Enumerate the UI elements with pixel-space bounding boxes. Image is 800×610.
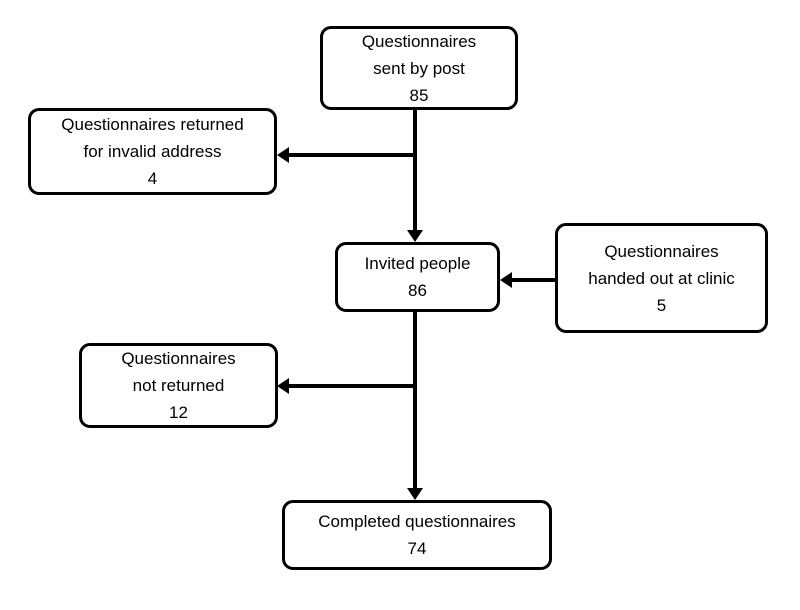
- arrowhead-down-icon: [407, 230, 423, 242]
- box-questionnaires-not-returned: Questionnaires not returned 12: [79, 343, 278, 428]
- connector-sent-to-invalid-line: [288, 153, 415, 157]
- connector-sent-to-invited-line: [413, 110, 417, 232]
- connector-invited-to-completed-line: [413, 312, 417, 489]
- arrowhead-left-icon: [277, 147, 289, 163]
- connector-clinic-to-invited-line: [511, 278, 555, 282]
- arrowhead-left-icon: [500, 272, 512, 288]
- box-questionnaires-sent-by-post: Questionnaires sent by post 85: [320, 26, 518, 110]
- arrowhead-left-icon: [277, 378, 289, 394]
- box-questionnaires-handed-out-at-clinic: Questionnaires handed out at clinic 5: [555, 223, 768, 333]
- box-questionnaires-returned-invalid-address: Questionnaires returned for invalid addr…: [28, 108, 277, 195]
- box-invited-people: Invited people 86: [335, 242, 500, 312]
- arrowhead-down-icon: [407, 488, 423, 500]
- box-completed-questionnaires: Completed questionnaires 74: [282, 500, 552, 570]
- connector-invited-to-notreturned-line: [288, 384, 415, 388]
